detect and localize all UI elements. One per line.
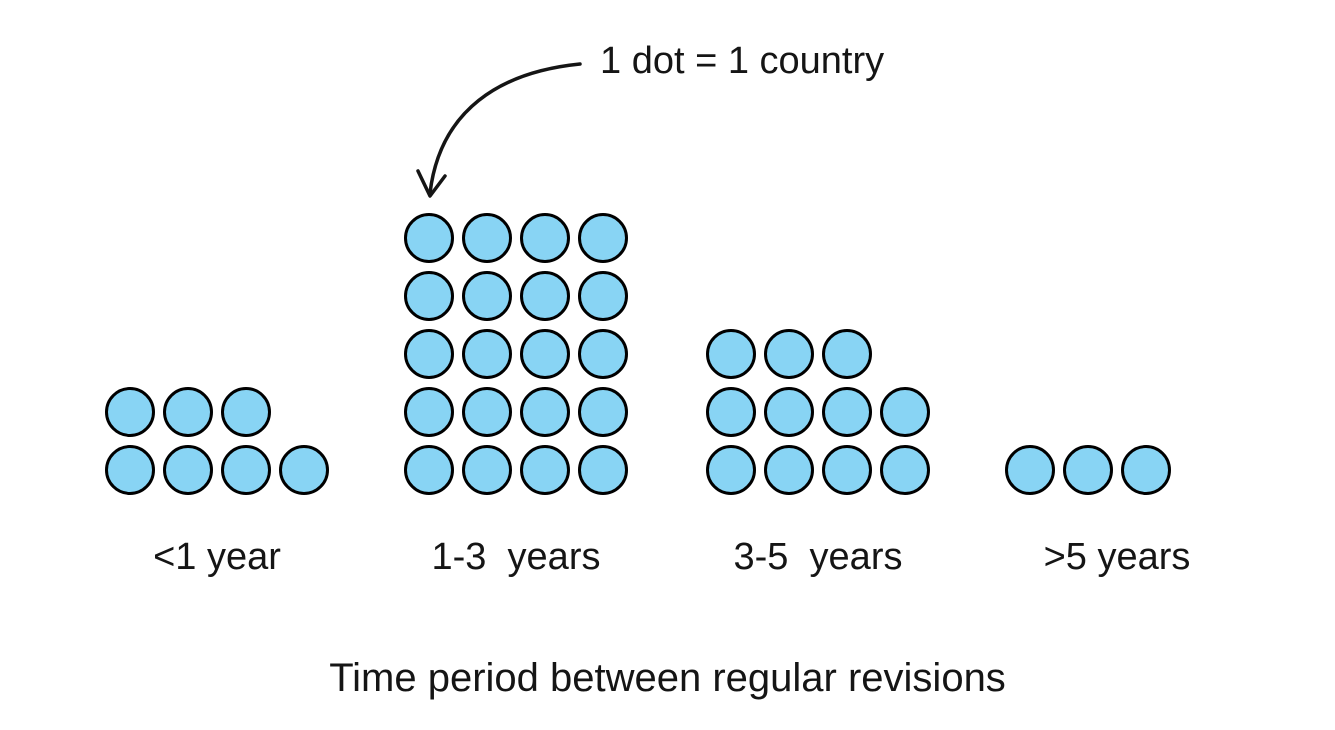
dot <box>880 387 930 437</box>
legend-note: 1 dot = 1 country <box>600 40 885 82</box>
dot <box>578 387 628 437</box>
dot-group <box>105 387 329 495</box>
dot <box>462 445 512 495</box>
dot <box>578 445 628 495</box>
dot-row <box>1005 445 1171 495</box>
dot <box>163 387 213 437</box>
dot <box>404 387 454 437</box>
dot <box>404 271 454 321</box>
dot <box>706 329 756 379</box>
dot <box>105 387 155 437</box>
dot <box>279 445 329 495</box>
dot <box>462 329 512 379</box>
dot <box>578 213 628 263</box>
dot-group <box>1005 445 1171 495</box>
dot <box>1063 445 1113 495</box>
dot <box>404 329 454 379</box>
dot-row <box>105 445 329 495</box>
category-label: >5 years <box>1043 536 1191 578</box>
dot <box>880 445 930 495</box>
dot-row <box>404 445 628 495</box>
category-label: <1 year <box>153 536 281 578</box>
dot <box>706 387 756 437</box>
dot <box>578 271 628 321</box>
arrow-curve <box>428 62 582 195</box>
dot <box>462 271 512 321</box>
dot <box>578 329 628 379</box>
category-label: 3-5 years <box>733 536 903 578</box>
dot-row <box>706 329 872 379</box>
dot <box>1121 445 1171 495</box>
dot <box>221 445 271 495</box>
dot-row <box>404 213 628 263</box>
dot <box>1005 445 1055 495</box>
dot <box>462 387 512 437</box>
dot-row <box>706 387 930 437</box>
dot-group <box>404 213 628 495</box>
dot <box>221 387 271 437</box>
dot <box>706 445 756 495</box>
dot <box>822 387 872 437</box>
dot <box>822 445 872 495</box>
dot <box>404 445 454 495</box>
dot <box>105 445 155 495</box>
arrowhead-icon <box>416 169 447 198</box>
dot <box>404 213 454 263</box>
dot-row <box>105 387 271 437</box>
dot-row <box>404 271 628 321</box>
dot <box>764 329 814 379</box>
chart-title: Time period between regular revisions <box>329 656 1006 700</box>
dot <box>520 213 570 263</box>
dot <box>822 329 872 379</box>
dot <box>462 213 512 263</box>
dot-row <box>706 445 930 495</box>
dot <box>520 329 570 379</box>
category-label: 1-3 years <box>431 536 601 578</box>
dot <box>520 445 570 495</box>
dot <box>764 387 814 437</box>
dot-group <box>706 329 930 495</box>
dot <box>163 445 213 495</box>
dot <box>764 445 814 495</box>
dot <box>520 387 570 437</box>
dot <box>520 271 570 321</box>
dot-row <box>404 387 628 437</box>
dot-row <box>404 329 628 379</box>
